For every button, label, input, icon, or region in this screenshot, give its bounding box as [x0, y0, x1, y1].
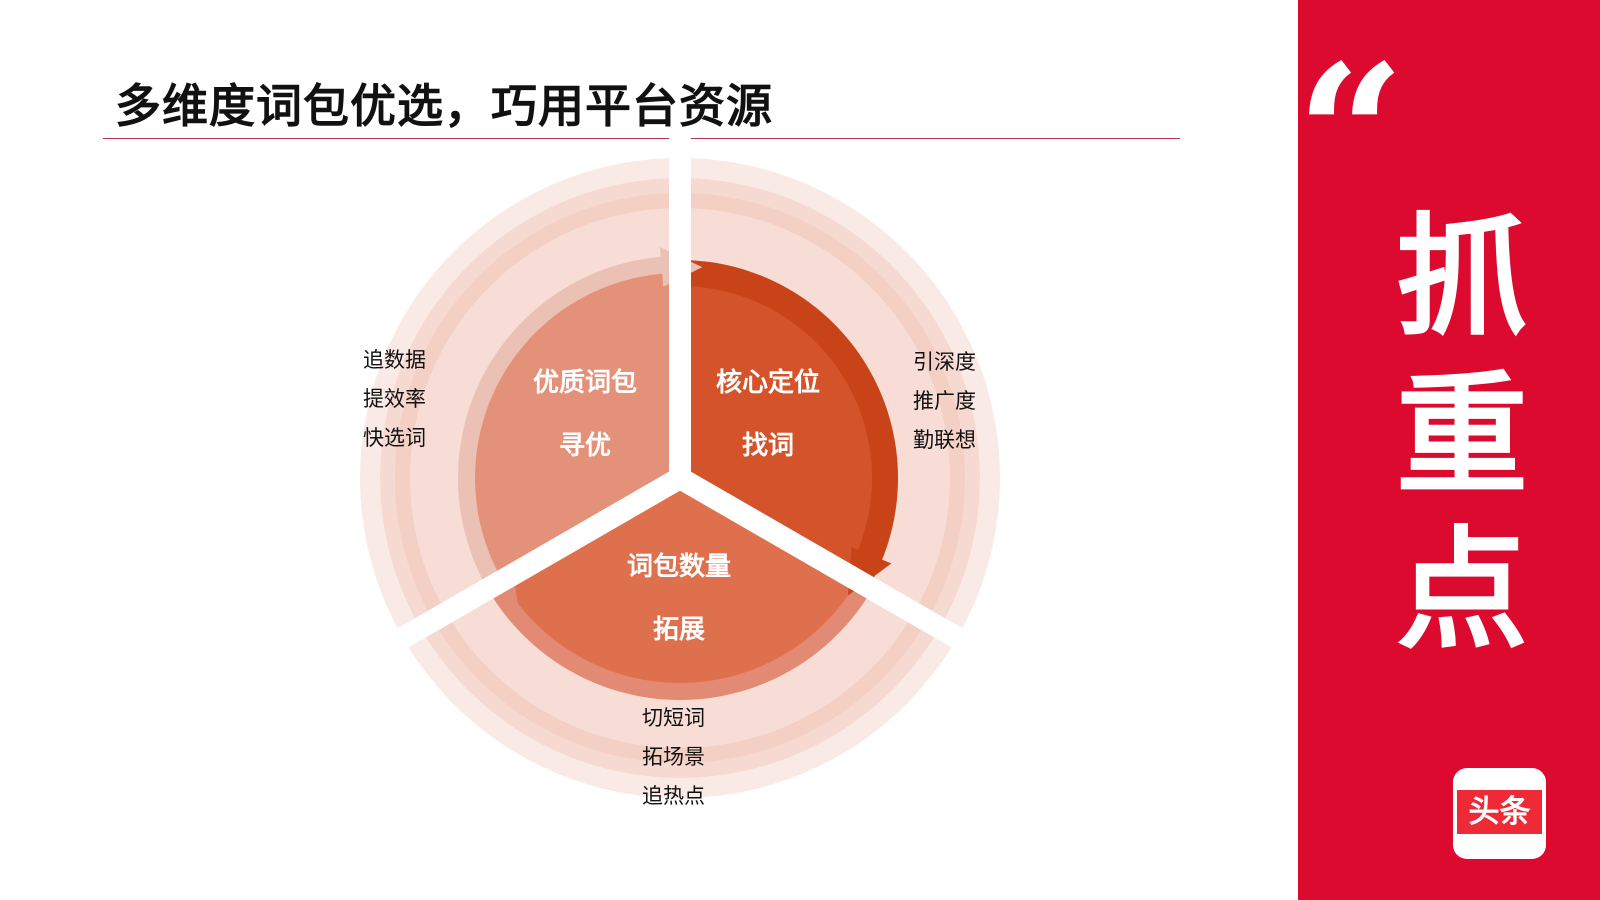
cycle-diagram: [360, 158, 1000, 798]
title-divider: [103, 138, 1180, 139]
segment-core-label: 核心定位 找词: [668, 352, 868, 478]
slide-title: 多维度词包优选，巧用平台资源: [115, 79, 773, 133]
note-item: 快选词: [363, 426, 426, 450]
segment-quality-title: 优质词包: [532, 368, 637, 398]
note-item: 拓场景: [642, 745, 705, 769]
note-item: 勤联想: [913, 428, 976, 452]
outer-ring-edge-core: [680, 158, 1000, 638]
panel-char-2: 重: [1396, 359, 1528, 513]
note-item: 追热点: [642, 784, 705, 808]
logo-text: 头条: [1457, 790, 1542, 834]
outer-ring-edge-quality: [360, 158, 680, 638]
notes-core: 引深度 推广度 勤联想: [913, 343, 976, 460]
inner-arrow-expand: [487, 578, 873, 700]
segment-core-subtitle: 找词: [741, 431, 794, 461]
segment-gap: [674, 468, 980, 658]
inner-arrow-core: [680, 260, 898, 581]
segment-gap: [380, 468, 686, 658]
outer-ring-edge-expand: [402, 628, 958, 798]
note-item: 追数据: [363, 348, 426, 372]
note-item: 切短词: [642, 706, 705, 730]
segment-core-title: 核心定位: [715, 368, 820, 398]
note-item: 提效率: [363, 387, 426, 411]
notes-expand: 切短词 拓场景 追热点: [642, 699, 705, 816]
segment-expand-subtitle: 拓展: [652, 615, 705, 645]
segment-expand-title: 词包数量: [626, 552, 731, 582]
segment-quality-label: 优质词包 寻优: [485, 352, 685, 478]
notes-quality: 追数据 提效率 快选词: [363, 341, 426, 458]
note-item: 引深度: [913, 350, 976, 374]
quote-mark: “: [1296, 23, 1406, 246]
side-panel: [1298, 0, 1600, 900]
panel-char-1: 抓: [1396, 201, 1528, 355]
inner-arrow-quality: [458, 256, 680, 589]
segment-quality-subtitle: 寻优: [558, 431, 611, 461]
panel-char-3: 点: [1396, 514, 1528, 668]
toutiao-logo: 头条: [1453, 768, 1546, 859]
note-item: 推广度: [913, 389, 976, 413]
segment-expand-label: 词包数量 拓展: [579, 536, 779, 662]
